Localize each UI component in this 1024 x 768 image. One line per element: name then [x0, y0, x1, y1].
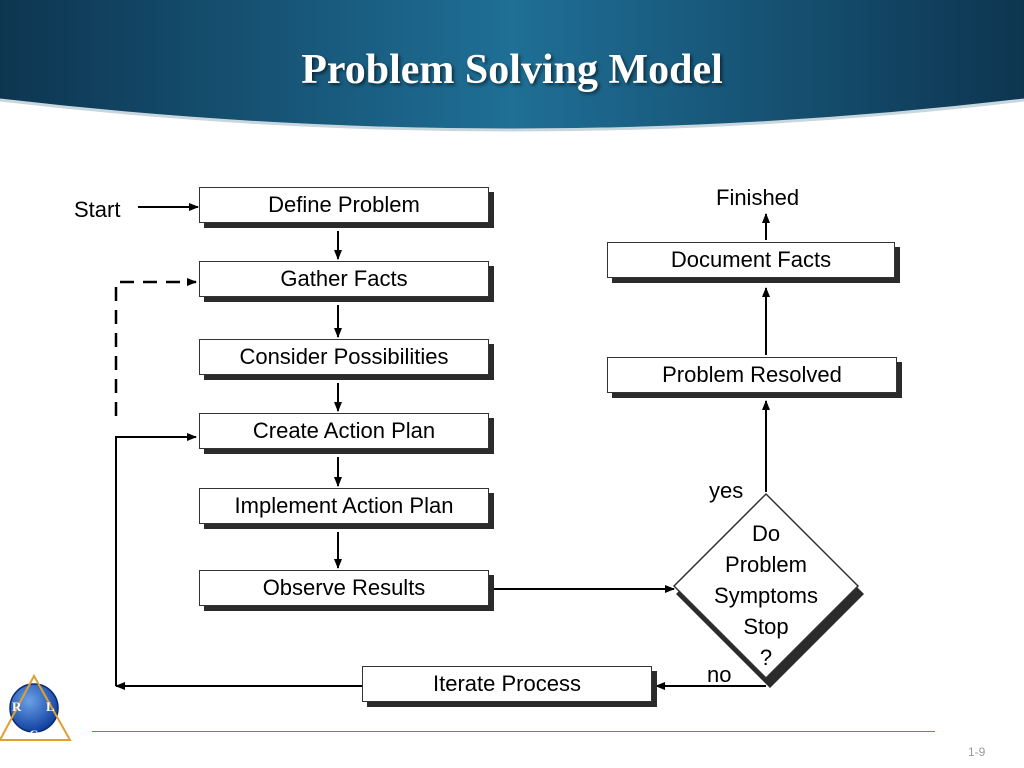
rlc-logo: R L C: [0, 673, 72, 742]
step-observe-results: Observe Results: [199, 570, 489, 606]
step-consider-possibilities: Consider Possibilities: [199, 339, 489, 375]
decision-diamond: [672, 492, 860, 680]
decision-line-1: Do: [751, 521, 781, 546]
step-gather-facts: Gather Facts: [199, 261, 489, 297]
decision-line-2: Problem: [725, 552, 807, 577]
start-label: Start: [74, 197, 121, 222]
footer-rule: [92, 731, 935, 732]
logo-letter-l: L: [46, 699, 55, 714]
no-label: no: [707, 662, 732, 687]
finished-label: Finished: [716, 185, 800, 210]
yes-label: yes: [709, 478, 744, 503]
decision-line-3: Symptoms: [714, 583, 818, 608]
loop-to-create-action-plan: [115, 433, 197, 686]
decision-text: Do Problem Symptoms Stop ?: [700, 518, 832, 673]
step-document-facts: Document Facts: [607, 242, 895, 278]
step-create-action-plan: Create Action Plan: [199, 413, 489, 449]
dashed-loop-to-gather-facts: [114, 278, 197, 416]
slide-title: Problem Solving Model: [301, 47, 723, 93]
page-number: 1-9: [968, 745, 986, 759]
step-iterate-process: Iterate Process: [362, 666, 652, 702]
step-define-problem: Define Problem: [199, 187, 489, 223]
decision-line-4: Stop: [743, 614, 789, 639]
logo-letter-r: R: [12, 699, 22, 714]
logo-letter-c: C: [29, 727, 38, 742]
step-implement-action-plan: Implement Action Plan: [199, 488, 489, 524]
title-banner: [0, 0, 1024, 132]
decision-line-5: ?: [759, 645, 773, 670]
step-problem-resolved: Problem Resolved: [607, 357, 897, 393]
